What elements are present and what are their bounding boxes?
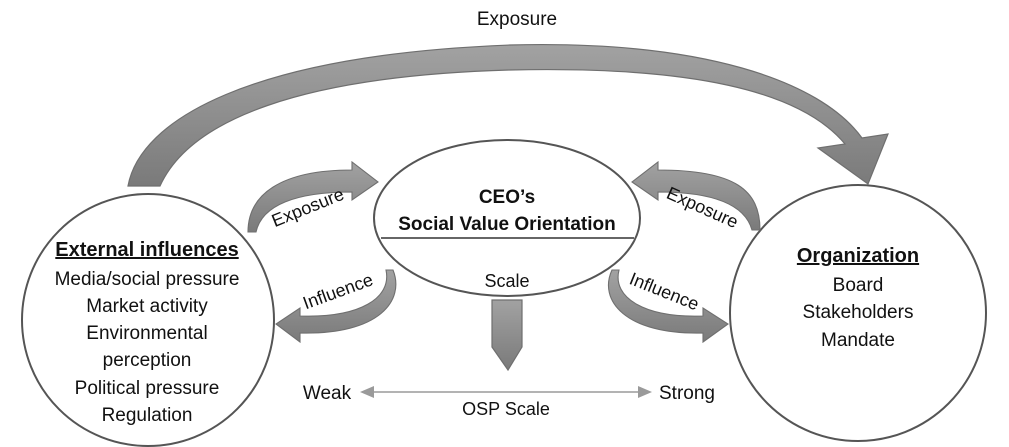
organization-item: Board <box>833 275 884 296</box>
external-item: Environmental <box>86 323 207 344</box>
osp-right-arrowhead <box>638 386 652 398</box>
ceo-node <box>373 139 641 297</box>
organization-item: Mandate <box>821 330 895 351</box>
organization-text: Organization Board Stakeholders Mandate <box>797 245 919 351</box>
organization-node <box>729 184 987 442</box>
top-exposure-arrow <box>127 43 889 187</box>
external-item: Media/social pressure <box>55 269 240 290</box>
ceo-title-line1: CEO’s <box>479 187 535 208</box>
external-item: Regulation <box>102 405 193 426</box>
external-item: Market activity <box>86 296 208 317</box>
external-heading: External influences <box>55 239 238 261</box>
organization-item: Stakeholders <box>803 302 914 323</box>
left-influence-arrow <box>275 269 397 344</box>
external-item: perception <box>103 350 192 371</box>
osp-weak-label: Weak <box>303 383 352 404</box>
ceo-scale-label: Scale <box>484 271 529 291</box>
osp-strong-label: Strong <box>659 383 715 404</box>
osp-left-arrowhead <box>360 386 374 398</box>
organization-heading: Organization <box>797 245 919 267</box>
right-influence-arrow <box>607 269 729 344</box>
right-exposure-arrow <box>631 160 761 231</box>
left-exposure-arrow <box>247 160 379 233</box>
external-influences-text: External influences Media/social pressur… <box>55 239 240 426</box>
external-influences-node <box>21 193 275 447</box>
osp-scale-label: OSP Scale <box>462 399 550 419</box>
external-item: Political pressure <box>75 378 220 399</box>
ceo-title-line2: Social Value Orientation <box>398 214 616 235</box>
ceo-down-arrow <box>491 299 523 372</box>
top-exposure-label: Exposure <box>477 9 557 30</box>
